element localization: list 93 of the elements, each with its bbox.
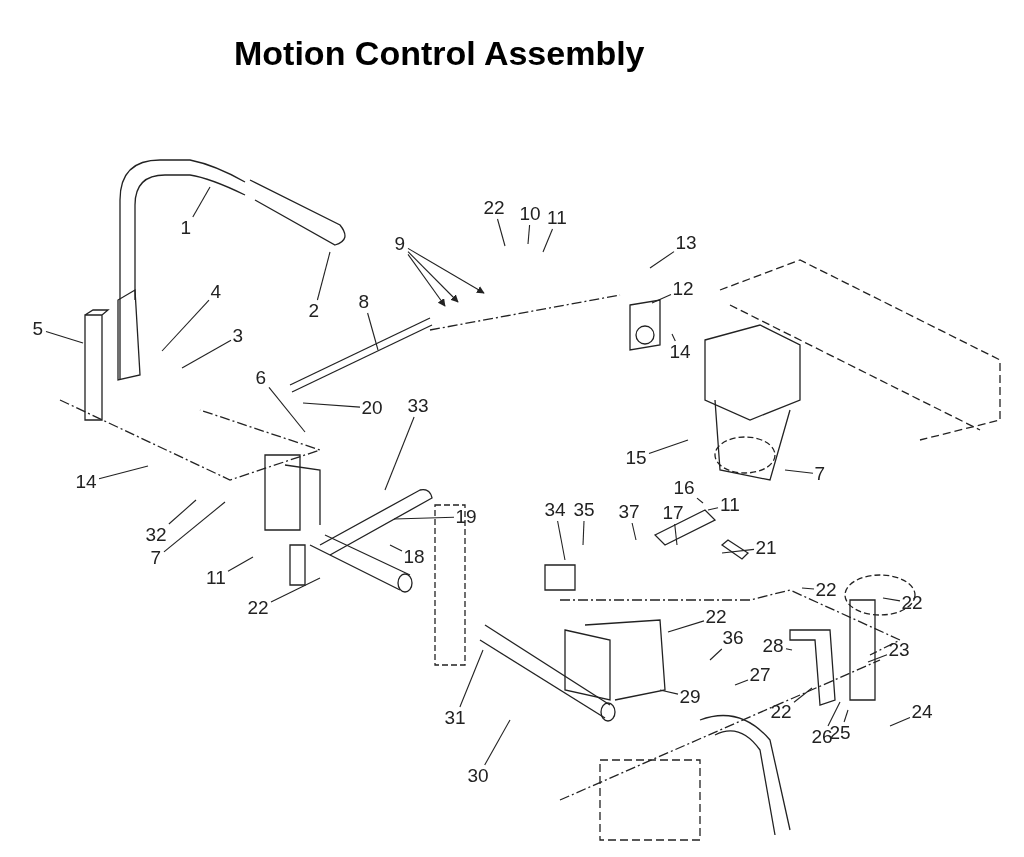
callout-number: 34 xyxy=(543,500,567,520)
callout-number: 24 xyxy=(910,702,934,722)
leader-line xyxy=(649,251,675,269)
callout-number: 7 xyxy=(149,548,163,568)
title: Motion Control Assembly xyxy=(234,34,645,73)
leader-line xyxy=(407,253,446,307)
callout-number: 18 xyxy=(402,547,426,567)
callout-number: 21 xyxy=(754,538,778,558)
leader-line xyxy=(181,339,232,369)
leader-line xyxy=(582,520,585,546)
callout-number: 22 xyxy=(769,702,793,722)
leader-line xyxy=(268,386,306,433)
leader-line xyxy=(784,469,814,474)
callout-number: 7 xyxy=(813,464,827,484)
callout-number: 20 xyxy=(360,398,384,418)
callout-number: 35 xyxy=(572,500,596,520)
leader-line xyxy=(496,218,506,247)
leader-line xyxy=(793,687,813,703)
leader-line xyxy=(98,465,149,480)
leader-line xyxy=(674,523,678,546)
callout-number: 8 xyxy=(357,292,371,312)
leader-line xyxy=(393,516,455,520)
callout-number: 11 xyxy=(205,568,227,588)
callout-number: 6 xyxy=(254,368,268,388)
callout-number: 22 xyxy=(246,598,270,618)
leader-line xyxy=(302,402,361,408)
callout-number: 29 xyxy=(678,687,702,707)
callout-number: 14 xyxy=(668,342,692,362)
callout-number: 31 xyxy=(443,708,467,728)
leader-line xyxy=(527,224,531,245)
leader-line xyxy=(161,299,210,352)
callout-number: 27 xyxy=(748,665,772,685)
leader-line xyxy=(882,597,901,602)
leader-line xyxy=(542,228,554,253)
leader-line xyxy=(734,679,749,686)
callout-number: 23 xyxy=(887,640,911,660)
leader-line xyxy=(45,330,84,344)
leader-line xyxy=(192,186,211,218)
leader-line xyxy=(651,294,672,304)
callout-number: 17 xyxy=(661,503,685,523)
leader-line xyxy=(316,251,331,301)
leader-line xyxy=(889,716,911,727)
callout-number: 14 xyxy=(74,472,98,492)
callout-number: 13 xyxy=(674,233,698,253)
callout-number: 37 xyxy=(617,502,641,522)
callout-number: 12 xyxy=(671,279,695,299)
callout-number: 4 xyxy=(209,282,223,302)
leader-line xyxy=(696,497,704,504)
leader-line xyxy=(227,556,254,572)
leader-line xyxy=(631,522,637,541)
callout-number: 28 xyxy=(761,636,785,656)
leader-line xyxy=(709,648,723,661)
leader-line xyxy=(648,439,689,455)
leader-line xyxy=(484,719,511,766)
leader-line xyxy=(867,654,888,663)
leader-line xyxy=(667,620,705,633)
leader-line xyxy=(721,548,755,554)
callout-number: 11 xyxy=(719,495,741,515)
leader-line xyxy=(659,689,679,695)
callout-number: 32 xyxy=(144,525,168,545)
leader-line xyxy=(671,333,676,342)
leader-line xyxy=(707,507,719,511)
leader-line xyxy=(407,251,459,303)
callout-number: 15 xyxy=(624,448,648,468)
leader-line xyxy=(843,709,849,723)
callout-number: 22 xyxy=(482,198,506,218)
leader-line xyxy=(163,501,226,553)
callout-number: 22 xyxy=(900,593,924,613)
leader-line xyxy=(459,649,484,708)
leader-line xyxy=(168,499,197,525)
leader-line xyxy=(407,247,485,294)
callout-number: 3 xyxy=(231,326,245,346)
callout-number: 2 xyxy=(307,301,321,321)
callout-number: 10 xyxy=(518,204,542,224)
leader-line xyxy=(557,520,566,561)
callout-number: 5 xyxy=(31,319,45,339)
callout-number: 9 xyxy=(393,234,407,254)
callout-number: 22 xyxy=(814,580,838,600)
leader-line xyxy=(785,648,793,651)
callout-number: 36 xyxy=(721,628,745,648)
callout-number: 16 xyxy=(672,478,696,498)
callout-number: 30 xyxy=(466,766,490,786)
leader-line xyxy=(367,312,379,351)
callout-number: 22 xyxy=(704,607,728,627)
leader-line xyxy=(801,587,815,590)
callout-number: 19 xyxy=(454,507,478,527)
leader-line xyxy=(384,416,415,491)
callout-number: 1 xyxy=(179,218,193,238)
callout-number: 33 xyxy=(406,396,430,416)
callout-number: 11 xyxy=(546,208,568,228)
leader-line xyxy=(827,701,841,727)
leader-line xyxy=(389,544,403,552)
leader-line xyxy=(270,577,321,603)
